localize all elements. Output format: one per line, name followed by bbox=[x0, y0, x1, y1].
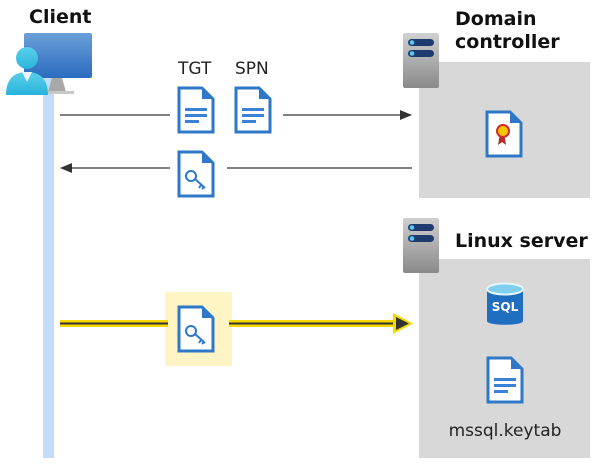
keytab-label: mssql.keytab bbox=[448, 421, 562, 441]
domain-controller-label: Domain controller bbox=[455, 8, 560, 53]
client-computer-icon bbox=[24, 33, 92, 94]
client-label: Client bbox=[29, 6, 92, 28]
linux-server-label: Linux server bbox=[455, 230, 588, 252]
server-icon bbox=[403, 218, 439, 273]
server-icon bbox=[403, 33, 439, 88]
tgt-label: TGT bbox=[178, 59, 212, 79]
sql-label: SQL bbox=[491, 300, 519, 314]
spn-label: SPN bbox=[235, 59, 269, 79]
certificate-icon bbox=[485, 110, 523, 158]
highlighted-ticket-arrow bbox=[60, 313, 413, 334]
client-timeline-bar bbox=[43, 78, 54, 458]
sql-database-icon bbox=[486, 282, 524, 325]
user-icon bbox=[6, 47, 48, 95]
